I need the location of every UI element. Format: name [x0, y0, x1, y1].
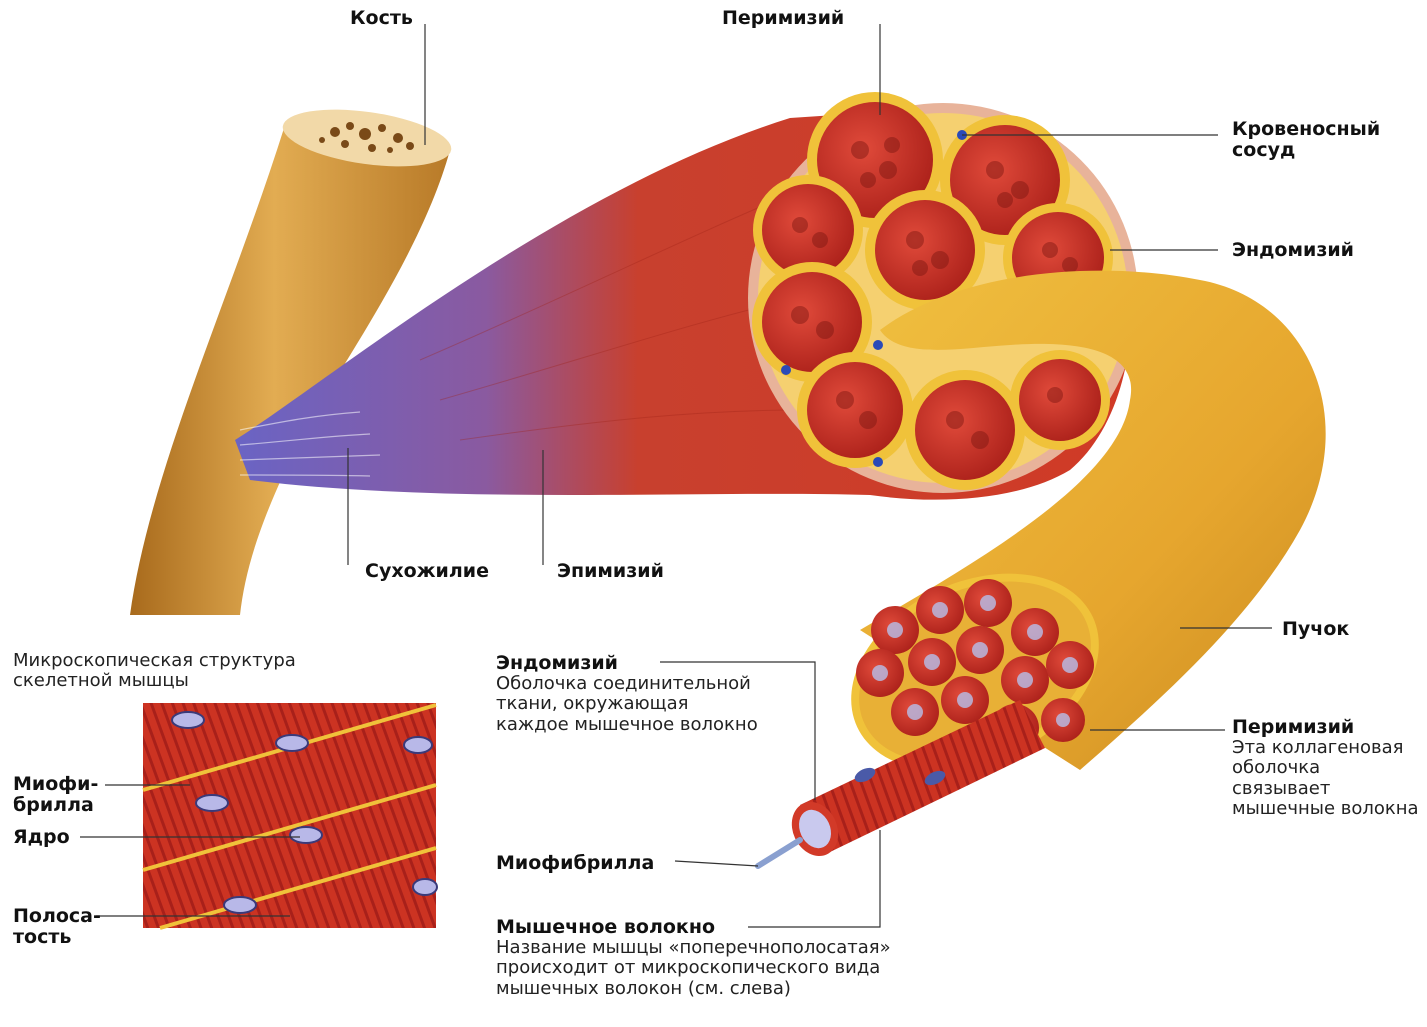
inset-label-myofibril: Миофи-брилла [13, 774, 108, 817]
muscle-fiber-title: Мышечное волокно [496, 917, 896, 938]
endomysium-desc: Оболочка соединительной ткани, окружающа… [496, 674, 766, 734]
perimysium-desc: Эта коллагеновая оболочка связывает мыше… [1232, 738, 1422, 819]
label-tendon: Сухожилие [365, 561, 489, 582]
microscopic-inset [143, 703, 437, 928]
endomysium-title: Эндомизий [496, 653, 766, 674]
label-muscle-fiber: Мышечное волокно Название мышцы «попереч… [496, 917, 896, 999]
perimysium-title: Перимизий [1232, 717, 1422, 738]
label-blood-vessel: Кровеносный сосуд [1232, 119, 1407, 162]
label-fascicle: Пучок [1282, 619, 1349, 640]
inset-caption: Микроскопическая структура скелетной мыш… [13, 651, 343, 691]
label-myofibril: Миофибрилла [496, 853, 654, 874]
inset-label-nucleus: Ядро [13, 827, 70, 848]
label-perimysium: Перимизий Эта коллагеновая оболочка связ… [1232, 717, 1422, 819]
muscle-fiber-desc: Название мышцы «поперечнополосатая» прои… [496, 938, 896, 998]
label-epimysium: Эпимизий [557, 561, 664, 582]
label-endomysium-top: Эндомизий [1232, 240, 1354, 261]
label-perimysium-top: Перимизий [722, 8, 844, 29]
label-endomysium: Эндомизий Оболочка соединительной ткани,… [496, 653, 766, 735]
inset-label-striation: Полоса-тость [13, 906, 98, 949]
label-bone: Кость [350, 8, 413, 29]
